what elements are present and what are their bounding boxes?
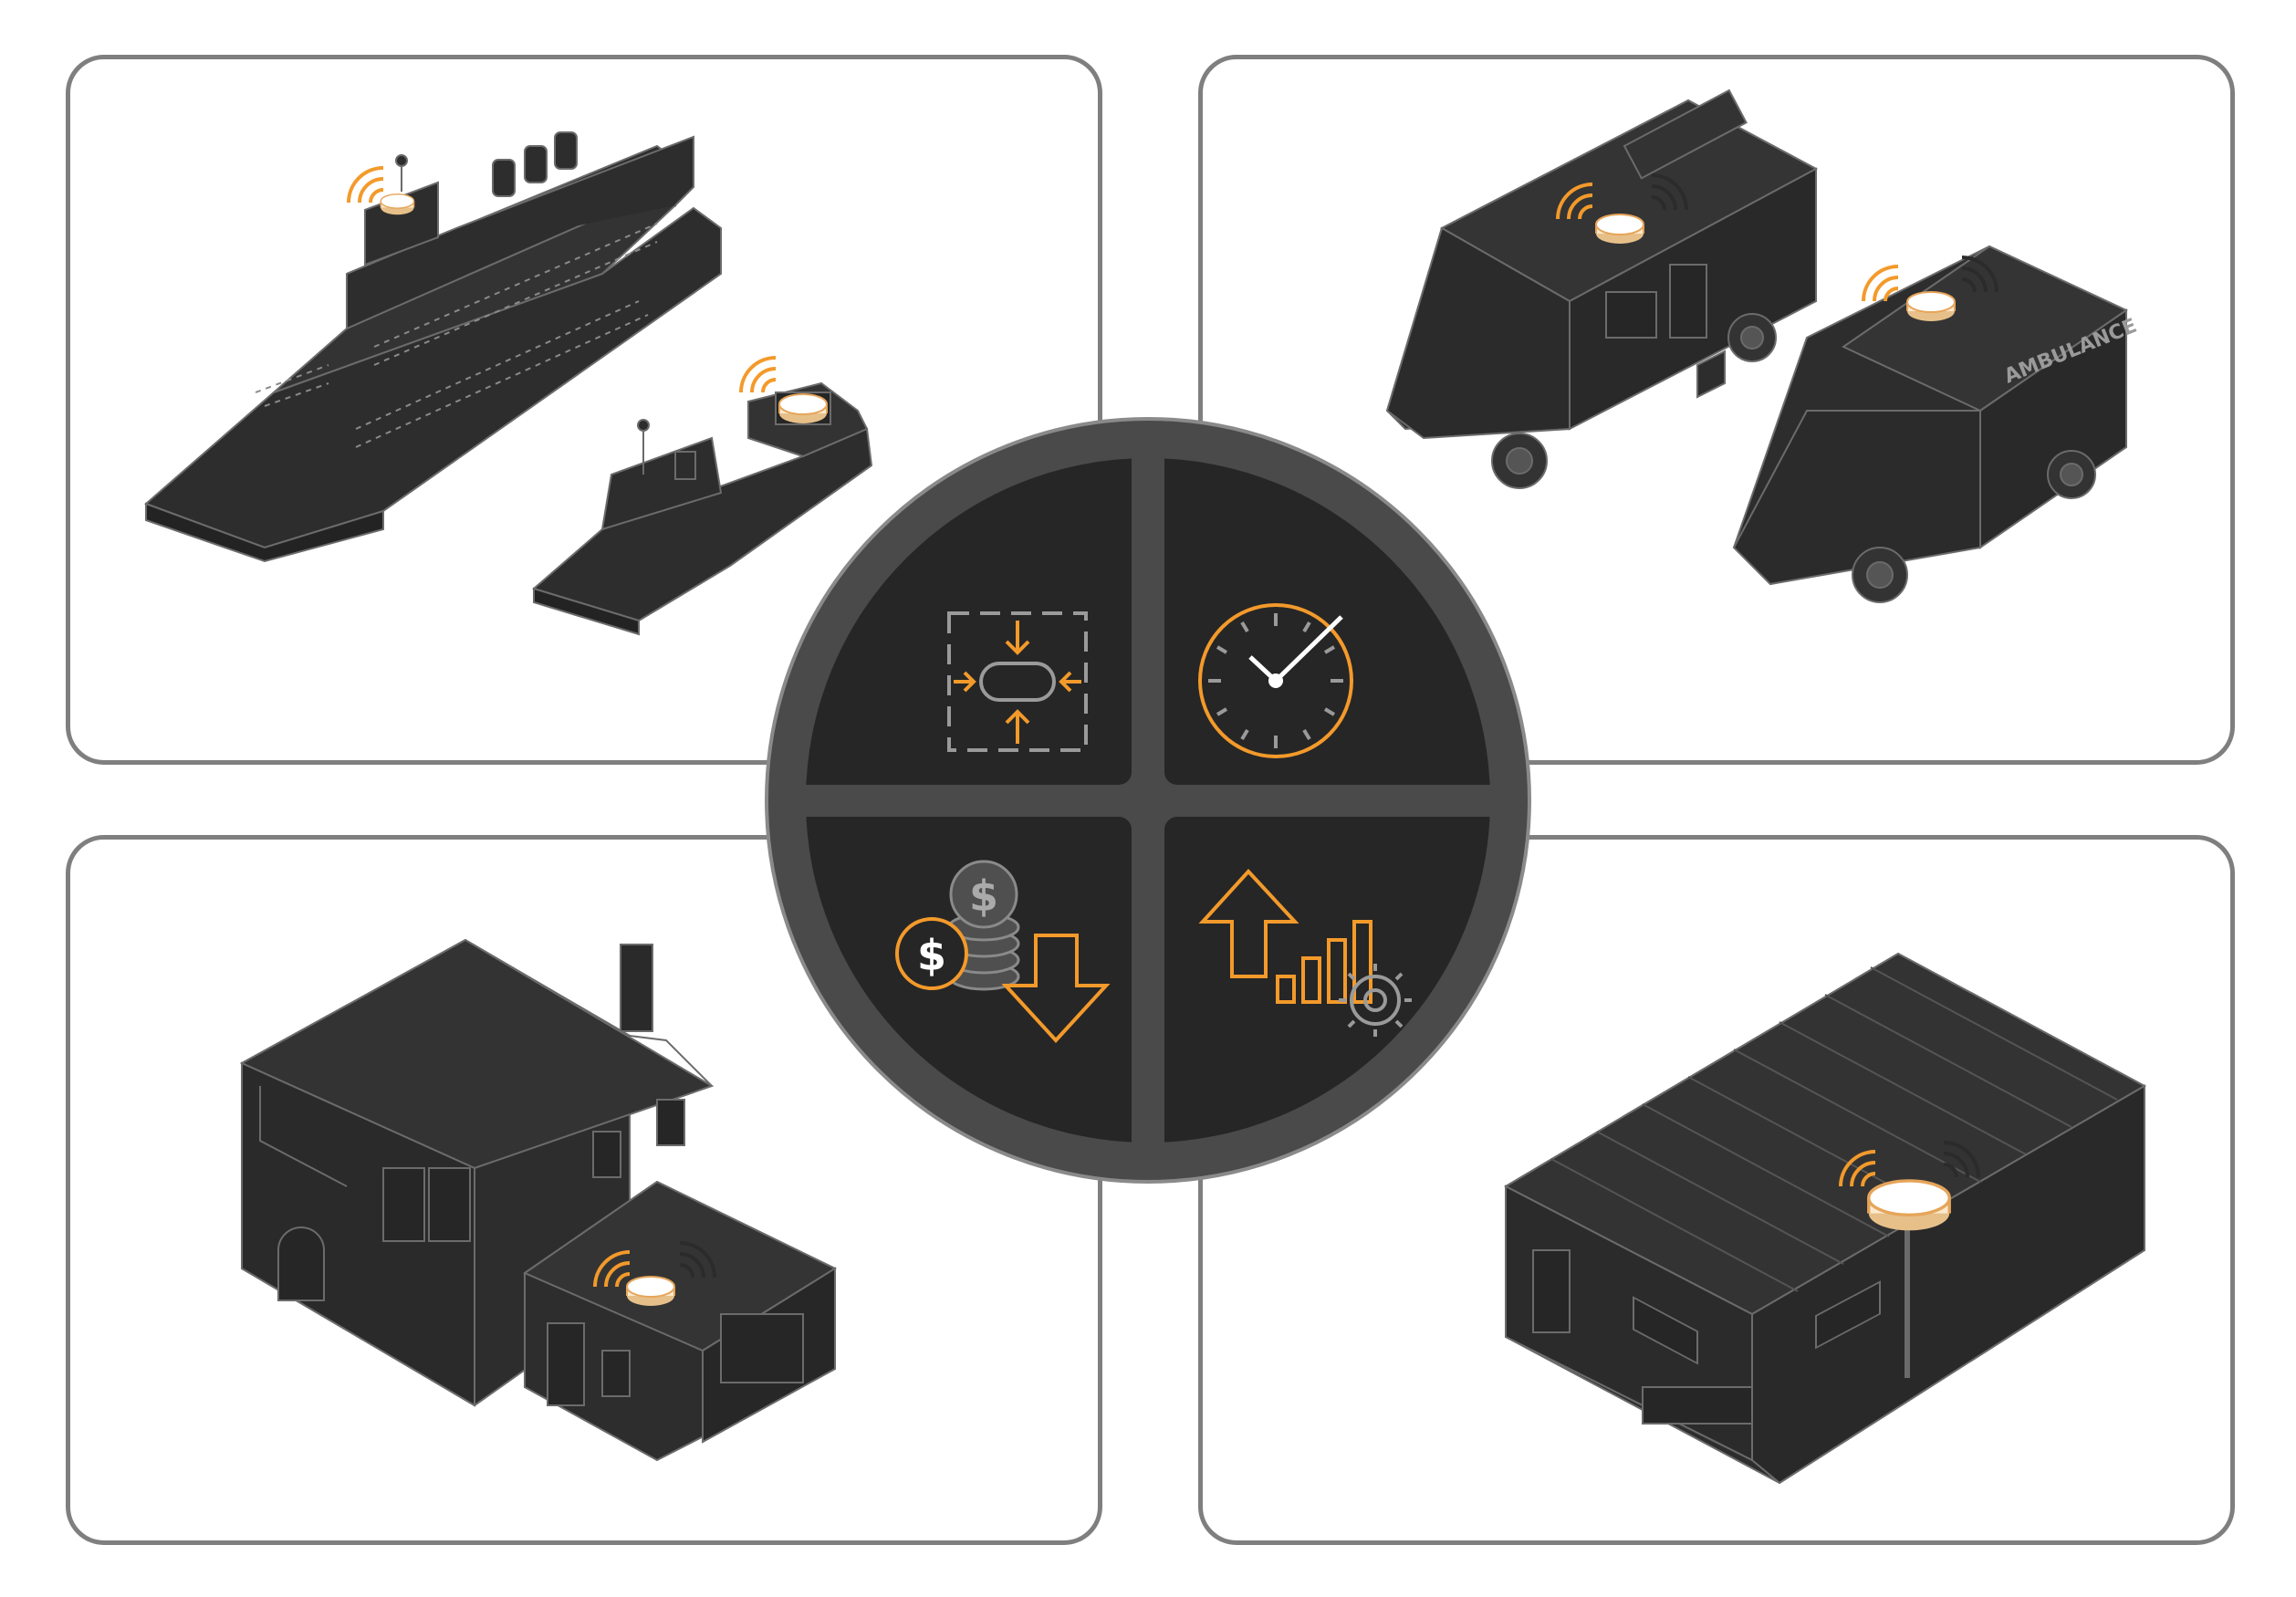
warehouse-illustration [1503, 952, 2147, 1485]
compact-size-icon [947, 611, 1088, 752]
gnss-antenna-icon [1867, 1179, 1951, 1233]
coin-symbol-grey: $ [969, 872, 998, 921]
gnss-antenna-icon [778, 393, 828, 424]
benefits-hub: $ $ [765, 417, 1531, 1184]
gnss-antenna-icon [1595, 214, 1644, 245]
gnss-antenna-icon [380, 193, 415, 215]
coin-symbol-orange: $ [917, 931, 946, 980]
signal-waves-icon [347, 166, 385, 204]
clock-icon [1198, 603, 1353, 758]
rv-illustration [1385, 89, 1819, 489]
ambulance-illustration: AMBULANCE [1732, 245, 2140, 603]
gnss-antenna-icon [626, 1276, 675, 1307]
gnss-antenna-icon [1906, 291, 1956, 322]
improved-performance-icon [1198, 869, 1412, 1037]
house-illustration [239, 938, 838, 1462]
signal-waves-icon [739, 356, 778, 394]
lower-cost-icon: $ $ [895, 860, 1111, 1043]
ships-illustration [144, 131, 722, 563]
small-ship-illustration [531, 381, 873, 636]
